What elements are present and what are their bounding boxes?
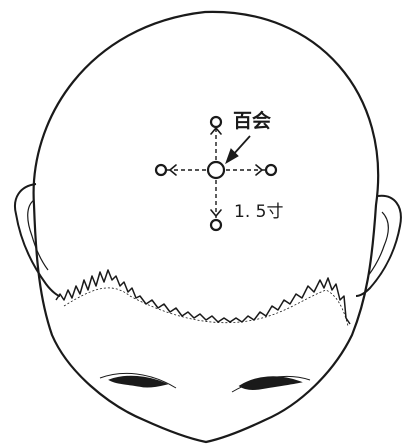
right-brow	[240, 377, 300, 389]
right-point-icon	[266, 165, 276, 175]
left-point-icon	[156, 165, 166, 175]
head-outline	[34, 12, 379, 442]
top-point-icon	[211, 117, 221, 127]
left-ear	[15, 184, 60, 296]
label-pointer	[226, 136, 250, 163]
distance-label: 1. 5寸	[234, 202, 283, 222]
acupoint-label: 百会	[233, 109, 271, 132]
right-ear	[356, 196, 401, 296]
hairline	[56, 270, 350, 324]
bottom-point-icon	[211, 220, 221, 230]
left-brow	[110, 377, 166, 387]
center-point-icon	[208, 162, 224, 178]
